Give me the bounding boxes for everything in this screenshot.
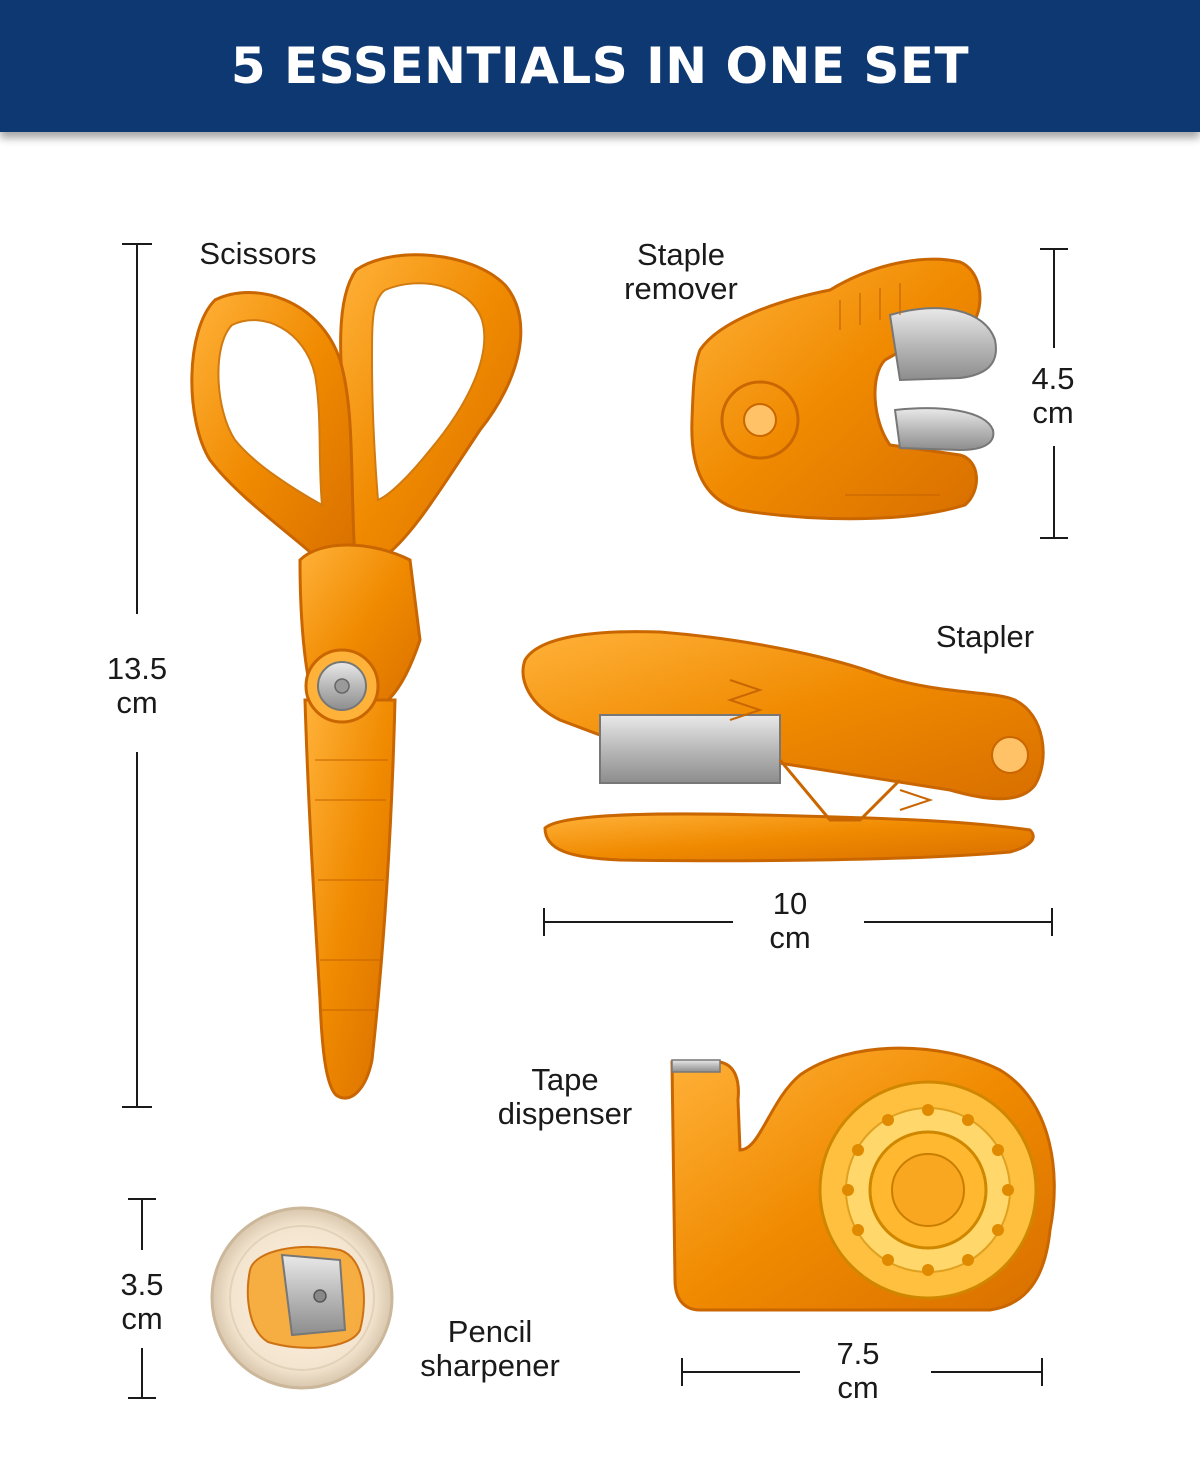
tape-dispenser-size-unit: cm [837, 1370, 879, 1405]
scissors-label: Scissors [199, 236, 317, 271]
scissors-size-unit: cm [116, 685, 158, 720]
staple-remover-size-unit: cm [1032, 395, 1074, 430]
pencil-sharpener-size: 3.5 cm [100, 1268, 184, 1336]
staple-remover-illustration [690, 257, 997, 521]
stapler-size-value: 10 [772, 886, 808, 921]
tape-dispenser-label: Tape dispenser [497, 1062, 633, 1131]
tape-dispenser-size: 7.5 cm [808, 1337, 908, 1405]
scissors-size-value: 13.5 [106, 651, 168, 686]
pencil-sharpener-illustration [210, 1206, 394, 1390]
page-title: 5 ESSENTIALS IN ONE SET [230, 37, 970, 95]
header-banner: 5 ESSENTIALS IN ONE SET [0, 0, 1200, 132]
staple-remover-size: 4.5 cm [1010, 362, 1096, 430]
stapler-size: 10 cm [740, 887, 840, 955]
staple-remover-size-value: 4.5 [1031, 361, 1075, 396]
stapler-illustration [521, 630, 1045, 863]
pencil-sharpener-size-unit: cm [121, 1301, 163, 1336]
tape-dispenser-illustration [670, 1046, 1056, 1312]
tape-dispenser-size-value: 7.5 [836, 1336, 880, 1371]
staple-remover-label: Staple remover [624, 237, 738, 306]
scissors-size: 13.5 cm [92, 652, 182, 720]
stapler-label: Stapler [935, 619, 1035, 654]
stapler-size-unit: cm [769, 920, 811, 955]
pencil-sharpener-label: Pencil sharpener [420, 1314, 560, 1383]
dimension-lines [122, 243, 1068, 1399]
scissors-illustration [190, 253, 523, 1100]
pencil-sharpener-size-value: 3.5 [120, 1267, 164, 1302]
